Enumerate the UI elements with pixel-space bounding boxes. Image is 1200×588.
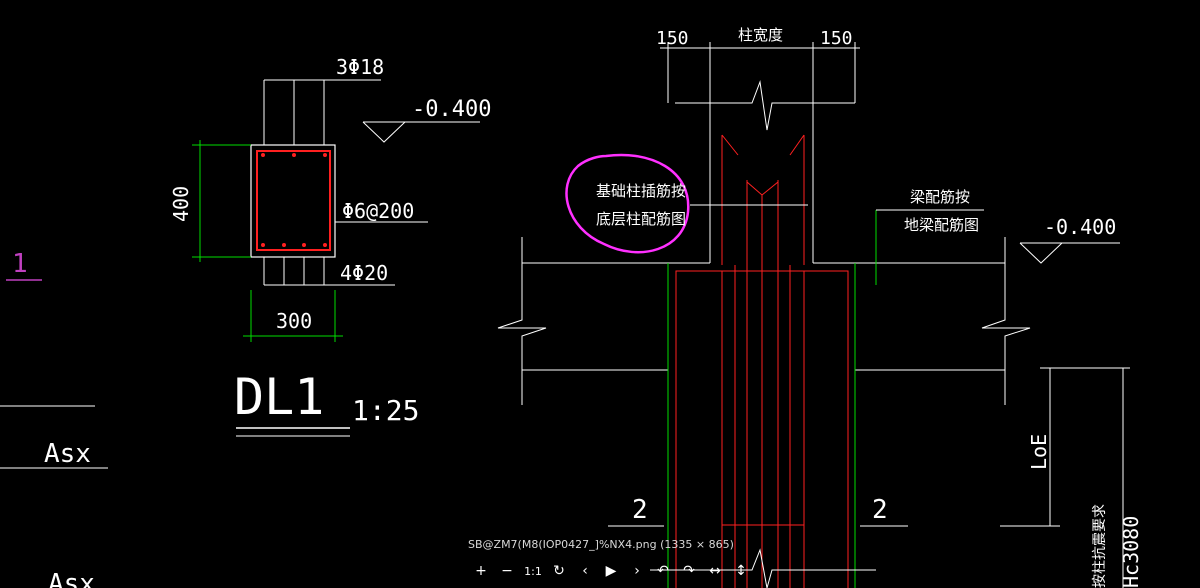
asx-label-1: Asx [44,439,91,469]
col-dim-center: 柱宽度 [738,26,783,44]
redo-icon[interactable]: ↷ [683,563,695,579]
flip-horizontal-icon[interactable]: ↔ [709,563,721,579]
bottom-right-note: 按柱抗震要求 [1092,504,1108,588]
viewer-toolbar: + − 1:1 ↻ ‹ ▶ › ↶ ↷ ↔ ↕ [468,560,754,582]
column-detail [497,42,1130,588]
section-mark-right: 2 [872,495,888,525]
rotate-icon[interactable]: ↻ [553,563,565,579]
note-circled-line2: 底层柱配筋图 [596,210,686,228]
top-rebar-label: 3Φ18 [336,55,384,79]
width-dim-label: 300 [276,309,312,333]
play-icon[interactable]: ▶ [605,563,617,579]
asx-label-2: Asx [48,569,95,588]
beam-section-dl1 [192,79,480,342]
note-right-line1: 梁配筋按 [910,188,970,206]
hc-label: Hc3080 [1119,516,1143,588]
undo-icon[interactable]: ↶ [657,563,669,579]
beam-scale: 1:25 [352,394,419,427]
zoom-in-button[interactable]: + [475,563,487,579]
zoom-out-button[interactable]: − [501,563,513,579]
section-label-1: 1 [12,249,28,279]
bottom-rebar-label: 4Φ20 [340,261,388,285]
viewer-filename: SB@ZM7(M8(IOP0427_]%NX4.png (1335 × 865) [468,538,734,551]
flip-vertical-icon[interactable]: ↕ [735,563,747,579]
beam-name-title: DL1 [234,368,324,426]
section-mark-left: 2 [632,495,648,525]
markup-circle [565,153,690,254]
elevation-right-label: -0.400 [1044,215,1116,239]
height-dim-label: 400 [169,186,193,222]
note-right-line2: 地梁配筋图 [904,216,979,234]
loe-label: LoE [1027,434,1051,470]
col-dim-left: 150 [656,28,689,49]
note-circled-line1: 基础柱插筋按 [596,182,686,200]
previous-icon[interactable]: ‹ [582,563,588,579]
elevation-left-label: -0.400 [412,97,491,122]
col-dim-right: 150 [820,28,853,49]
next-icon[interactable]: › [634,563,640,579]
actual-size-button[interactable]: 1:1 [524,564,542,578]
stirrup-label: Φ6@200 [342,199,414,223]
